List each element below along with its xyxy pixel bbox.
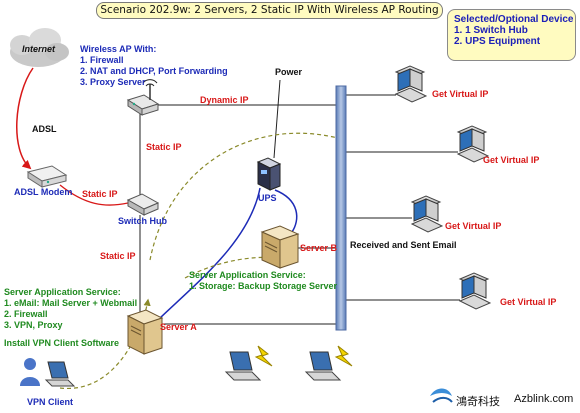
server-b-service-heading: Server Application Service:	[189, 270, 306, 280]
pc-icon	[456, 125, 490, 163]
optional-item: 2. UPS Equipment	[454, 36, 541, 47]
wireless-ap-item: 1. Firewall	[80, 55, 124, 65]
server-a-service-label: Server Application Service: 1. eMail: Ma…	[4, 287, 137, 331]
vpn-client-label: VPN Client	[27, 397, 74, 407]
wireless-ap-label: Wireless AP With: 1. Firewall 2. NAT and…	[80, 44, 228, 88]
server-b-icon	[260, 225, 300, 269]
server-a-icon	[126, 309, 164, 355]
brand-name: 鴻奇科技	[456, 395, 500, 408]
switch-hub-icon	[126, 193, 160, 216]
lightning-icon	[334, 345, 353, 367]
lightning-icon	[254, 345, 273, 367]
vpn-install-label: Install VPN Client Software	[4, 338, 120, 348]
pc-icon	[458, 272, 492, 310]
adsl-link	[16, 67, 34, 170]
network-bus	[335, 85, 347, 331]
vpn-client-icon	[20, 358, 76, 387]
adsl-label: ADSL	[32, 124, 57, 134]
wireless-ap-heading: Wireless AP With:	[80, 44, 157, 54]
adsl-modem-icon	[26, 165, 68, 188]
wireless-ap-item: 2. NAT and DHCP, Port Forwarding	[80, 66, 228, 76]
laptop-icon	[304, 351, 342, 381]
pc-icon	[394, 65, 428, 103]
server-a-service-heading: Server Application Service:	[4, 287, 121, 297]
modem-switch-link	[59, 184, 129, 206]
static-ip-label: Static IP	[100, 251, 136, 261]
server-a-service-item: 1. eMail: Mail Server + Webmail	[4, 298, 138, 308]
optional-devices-note: Selected/Optional Device 1. 1 Switch Hub…	[447, 9, 576, 61]
get-virtual-ip-label: Get Virtual IP	[445, 221, 502, 231]
get-virtual-ip-label: Get Virtual IP	[432, 89, 489, 99]
get-virtual-ip-label: Get Virtual IP	[500, 297, 557, 307]
ups-label: UPS	[258, 193, 277, 203]
received-sent-email-label: Received and Sent Email	[350, 240, 457, 250]
azblink-logo-icon	[430, 388, 453, 403]
get-virtual-ip-label: Get Virtual IP	[483, 155, 540, 165]
internet-cloud-icon	[10, 28, 69, 67]
static-ip-label: Static IP	[146, 142, 182, 152]
pc-icon	[410, 195, 444, 233]
adsl-modem-label: ADSL Modem	[14, 187, 73, 197]
server-a-label: Server A	[160, 322, 197, 332]
ups-icon	[256, 157, 282, 191]
switch-hub-label: Switch Hub	[118, 216, 167, 226]
dynamic-ip-label: Dynamic IP	[200, 95, 249, 105]
optional-heading: Selected/Optional Device	[454, 14, 574, 25]
wireless-ap-icon	[126, 79, 160, 116]
power-label: Power	[275, 67, 303, 77]
server-a-service-item: 2. Firewall	[4, 309, 48, 319]
server-b-service-item: 1. Storage: Backup Storage Server	[189, 281, 338, 291]
wireless-ap-item: 3. Proxy Server	[80, 77, 146, 87]
laptop-icon	[224, 351, 262, 381]
diagram-title: Scenario 202.9w: 2 Servers, 2 Static IP …	[96, 2, 443, 19]
server-b-service-label: Server Application Service: 1. Storage: …	[189, 270, 337, 292]
internet-label: Internet	[22, 44, 56, 54]
server-a-service-item: 3. VPN, Proxy	[4, 320, 63, 330]
server-b-label: Server B	[300, 243, 338, 253]
static-ip-label: Static IP	[82, 189, 118, 199]
optional-item: 1. 1 Switch Hub	[454, 25, 528, 36]
brand-url: Azblink.com	[514, 393, 574, 405]
